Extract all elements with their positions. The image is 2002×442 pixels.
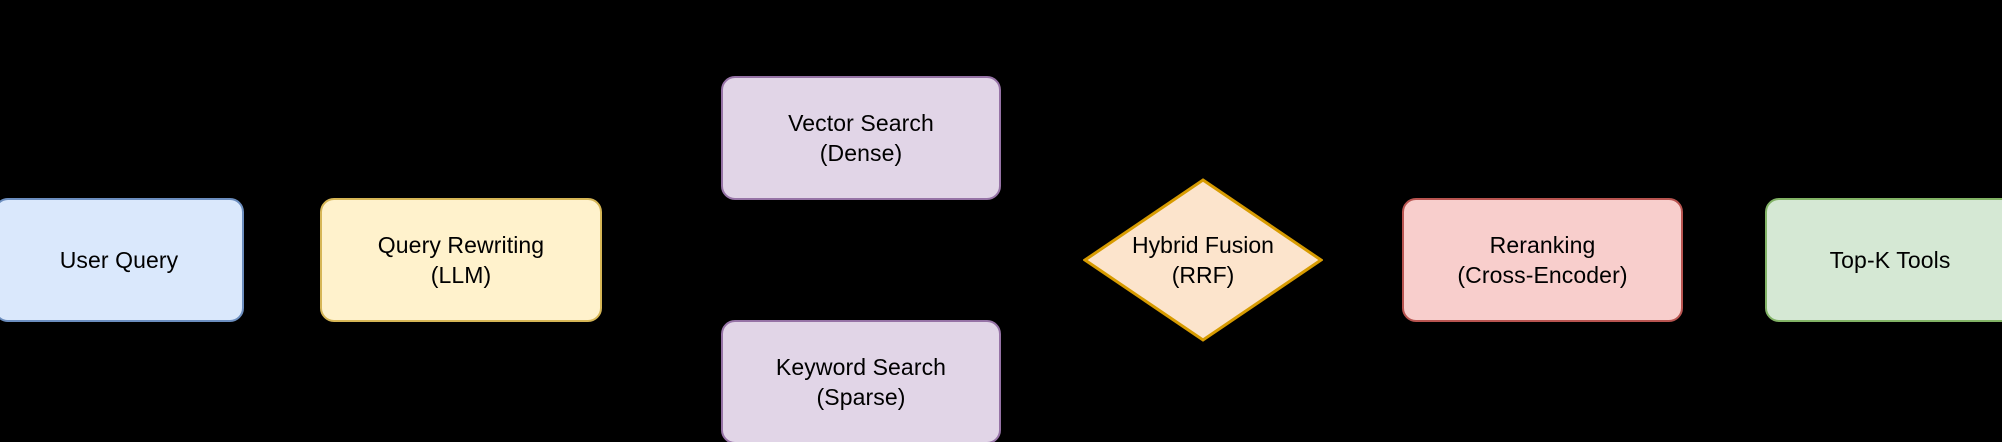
diamond-shape-icon <box>1083 178 1323 342</box>
node-vector-search[interactable]: Vector Search (Dense) <box>721 76 1001 200</box>
node-topk-tools[interactable]: Top-K Tools <box>1765 198 2002 322</box>
node-user-query[interactable]: User Query <box>0 198 244 322</box>
node-hybrid-fusion[interactable]: Hybrid Fusion (RRF) <box>1083 178 1323 342</box>
node-reranking[interactable]: Reranking (Cross-Encoder) <box>1402 198 1683 322</box>
node-topk-tools-line-1: Top-K Tools <box>1829 246 1951 273</box>
node-keyword-search-line-1: Keyword Search <box>775 353 947 380</box>
node-reranking-line-2: (Cross-Encoder) <box>1457 262 1628 288</box>
node-query-rewriting-line-2: (LLM) <box>430 262 492 288</box>
node-keyword-search-line-2: (Sparse) <box>816 384 906 410</box>
node-query-rewriting-line-1: Query Rewriting <box>377 231 545 258</box>
node-user-query-line-1: User Query <box>59 246 179 273</box>
node-keyword-search[interactable]: Keyword Search (Sparse) <box>721 320 1001 442</box>
node-query-rewriting[interactable]: Query Rewriting (LLM) <box>320 198 602 322</box>
node-vector-search-line-1: Vector Search <box>788 109 934 136</box>
node-reranking-line-1: Reranking <box>1489 231 1596 258</box>
node-vector-search-line-2: (Dense) <box>819 140 903 166</box>
